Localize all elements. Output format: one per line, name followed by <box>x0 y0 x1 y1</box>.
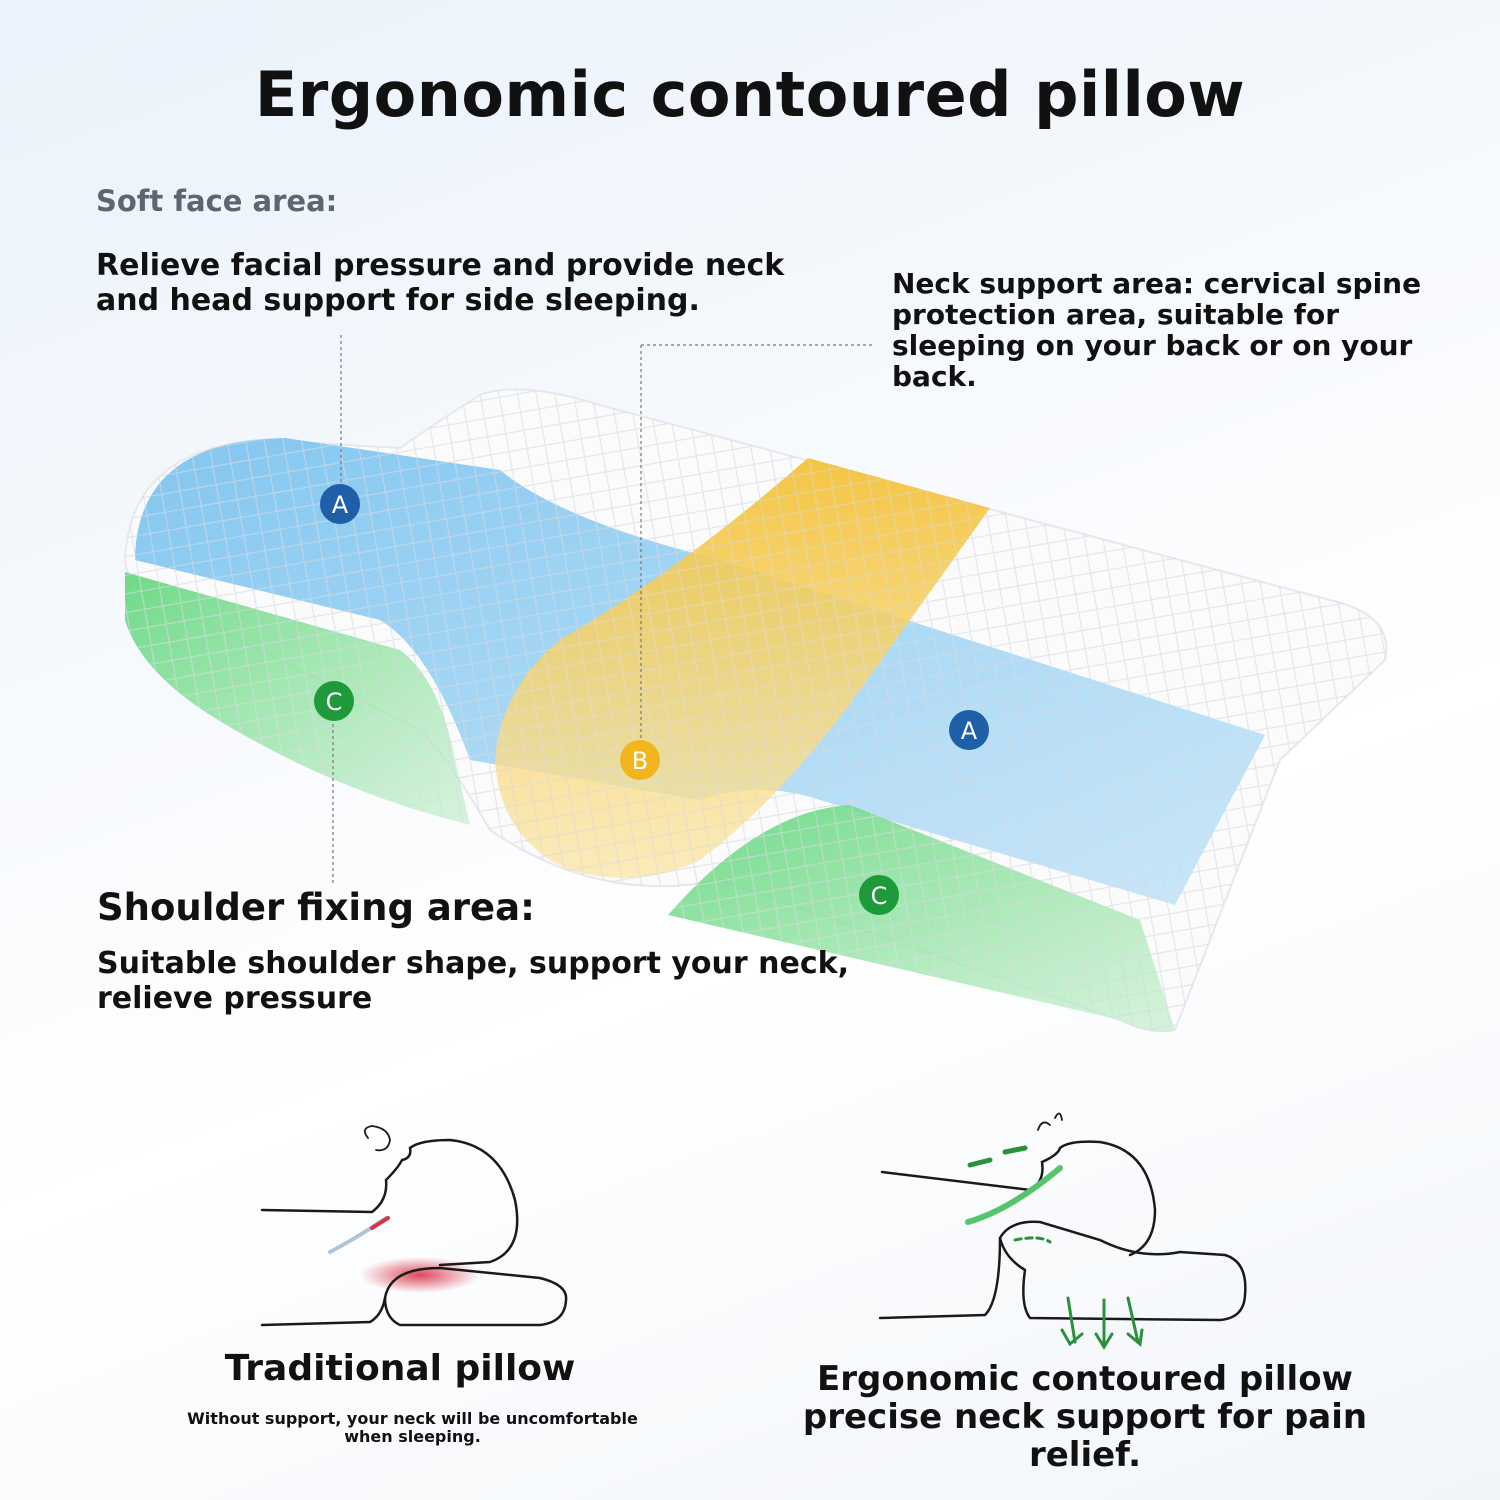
shoulder-description: Suitable shoulder shape, support your ne… <box>97 946 849 1016</box>
marker-a-right: A <box>949 710 989 750</box>
marker-c-right: C <box>859 875 899 915</box>
marker-c-left-label: C <box>326 688 343 716</box>
traditional-pillow-title: Traditional pillow <box>224 1348 576 1389</box>
marker-b-label: B <box>632 747 648 775</box>
soft-face-label: Soft face area: <box>96 184 338 218</box>
soft-face-description: Relieve facial pressure and provide neck… <box>96 248 785 318</box>
neck-support-description: Neck support area: cervical spine protec… <box>892 267 1422 393</box>
page-title: Ergonomic contoured pillow <box>254 58 1246 131</box>
marker-a-left-label: A <box>332 491 349 519</box>
marker-c-right-label: C <box>871 882 888 910</box>
traditional-pillow-sketch <box>260 1125 568 1327</box>
marker-b: B <box>620 740 660 780</box>
ergonomic-pillow-sketch <box>878 1112 1247 1350</box>
ergonomic-pillow-subtitle: precise neck support for pain relief. <box>802 1397 1368 1475</box>
marker-c-left: C <box>314 681 354 721</box>
shoulder-label: Shoulder fixing area: <box>97 886 535 929</box>
traditional-pillow-description: Without support, your neck will be uncom… <box>187 1409 638 1446</box>
marker-a-right-label: A <box>961 717 978 745</box>
marker-a-left: A <box>320 484 360 524</box>
ergonomic-pillow-title: Ergonomic contoured pillow <box>817 1359 1353 1399</box>
